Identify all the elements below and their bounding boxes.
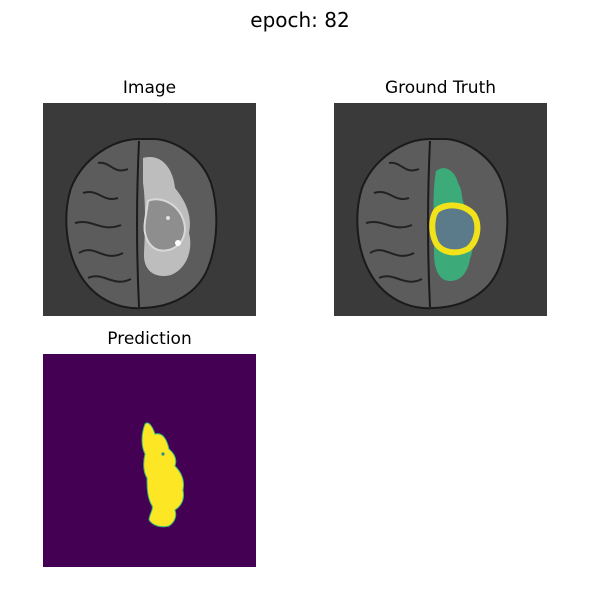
mri-image [43,103,256,316]
ground-truth-panel [334,103,547,316]
panel-title-image: Image [122,78,177,98]
prediction-panel [43,354,256,567]
prediction-mask [43,354,256,567]
mri-image-panel [43,103,256,316]
panel-title-ground-truth: Ground Truth [384,78,497,98]
panel-title-prediction: Prediction [107,329,192,349]
ground-truth-image [334,103,547,316]
figure-title: epoch: 82 [250,8,350,32]
